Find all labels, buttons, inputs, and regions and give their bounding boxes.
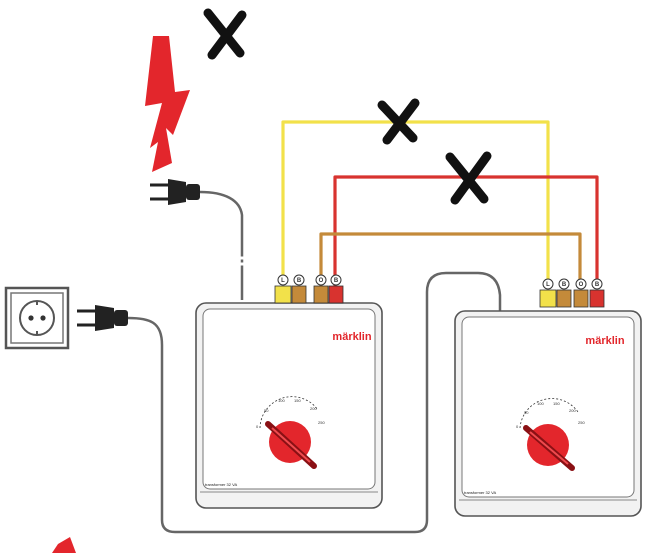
power-cable (199, 190, 244, 300)
svg-text:0: 0 (516, 424, 519, 429)
svg-text:L: L (546, 282, 550, 288)
terminal-block: L B O B (539, 278, 605, 308)
svg-text:L: L (281, 278, 285, 284)
speed-dial: 0 50 100 150 200 250 (516, 398, 585, 471)
transformer-1: märklin L B O B 0 50 100 150 200 250 (195, 274, 383, 509)
svg-text:0: 0 (256, 424, 259, 429)
power-plug-icon (150, 179, 200, 205)
cross-mark-icon (203, 8, 247, 60)
model-label: transformer 32 VA (205, 482, 237, 487)
power-cable (127, 271, 502, 534)
svg-text:O: O (319, 278, 324, 284)
red-wire (333, 175, 599, 286)
lightning-bolt-icon (52, 537, 76, 553)
yellow-wire (281, 120, 550, 283)
brand-logo: märklin (585, 335, 624, 347)
svg-text:B: B (334, 278, 339, 284)
lightning-bolt-icon (145, 36, 190, 172)
cross-mark-icon (377, 98, 420, 145)
speed-dial: 0 50 100 150 200 250 (256, 396, 325, 469)
svg-text:150: 150 (553, 401, 560, 406)
brown-wire (319, 232, 582, 286)
svg-text:250: 250 (318, 420, 325, 425)
connection-wires (281, 120, 599, 286)
svg-text:B: B (297, 278, 302, 284)
svg-text:50: 50 (524, 410, 529, 415)
cross-mark-icon (445, 151, 492, 205)
svg-text:250: 250 (578, 420, 585, 425)
terminal-block: L B O B (274, 274, 344, 304)
svg-text:100: 100 (537, 401, 544, 406)
svg-text:100: 100 (278, 398, 285, 403)
svg-text:B: B (562, 282, 567, 288)
brand-logo: märklin (332, 331, 371, 343)
svg-text:150: 150 (294, 398, 301, 403)
svg-text:200: 200 (569, 408, 576, 413)
svg-text:200: 200 (310, 406, 317, 411)
transformer-2: märklin L B O B 0 50 100 150 200 250 (454, 278, 642, 517)
wall-socket-icon (4, 286, 70, 350)
model-label: transformer 32 VA (464, 490, 496, 495)
svg-text:O: O (579, 282, 584, 288)
svg-text:B: B (595, 282, 600, 288)
svg-text:50: 50 (264, 408, 269, 413)
power-plug-icon (77, 305, 128, 331)
